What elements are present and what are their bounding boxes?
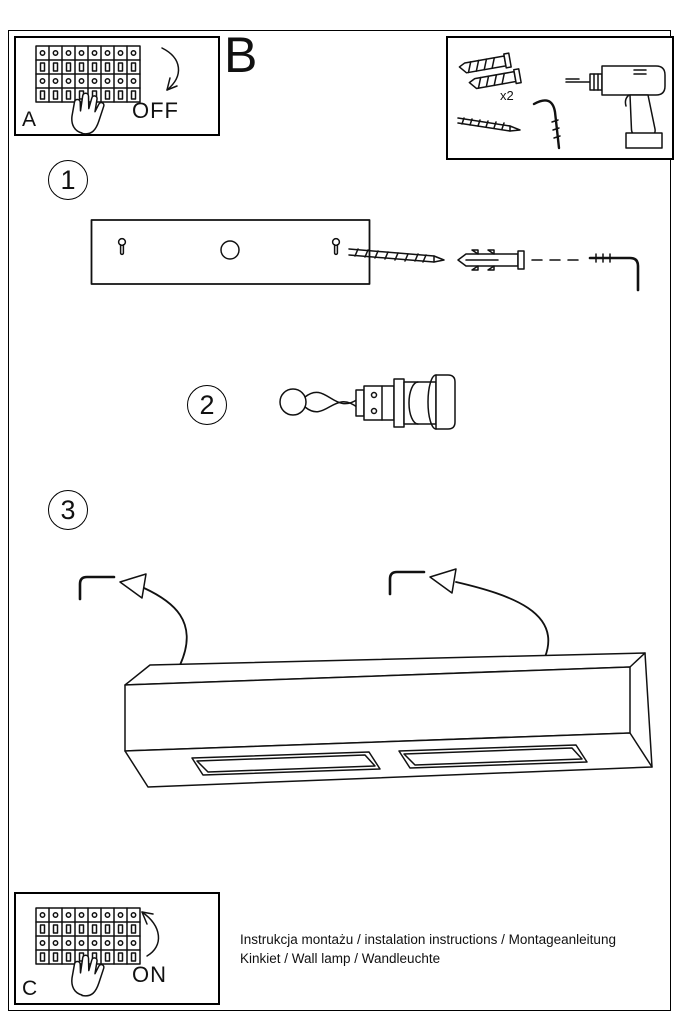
keyhole-icon — [333, 239, 340, 255]
footer-line-2: Kinkiet / Wall lamp / Wandleuchte — [240, 951, 441, 966]
tools-illustration — [448, 38, 672, 158]
wire-icon — [305, 402, 358, 412]
hook-icon — [534, 100, 560, 148]
panel-power-on: ON C — [14, 892, 220, 1005]
light-opening-icon — [192, 752, 380, 775]
hand-icon — [72, 93, 104, 134]
breaker-panel-icon — [22, 902, 154, 998]
curved-arrow-icon — [120, 574, 187, 665]
hand-icon — [72, 955, 104, 996]
page-border — [8, 30, 671, 1011]
step-2-badge: 2 — [187, 385, 227, 425]
screw-anchor-hook-illustration — [346, 228, 648, 304]
step-1-badge: 1 — [48, 160, 88, 200]
flip-down-arrow-icon — [154, 44, 190, 100]
wall-anchor-icon — [459, 53, 512, 76]
breaker-panel-icon — [22, 40, 154, 136]
wall-anchor-icon — [468, 69, 521, 92]
mounting-plate-illustration — [90, 212, 372, 292]
flip-up-arrow-icon — [134, 904, 170, 960]
step-2-number: 2 — [199, 389, 215, 420]
light-opening-icon — [399, 745, 587, 768]
off-label: OFF — [132, 98, 179, 123]
wall-lamp-mounting-illustration — [60, 555, 660, 845]
anchor-count-label: x2 — [500, 88, 514, 103]
step-1-number: 1 — [60, 164, 76, 195]
on-label: ON — [132, 962, 167, 987]
wall-anchor-icon — [458, 250, 524, 270]
wire-icon — [305, 392, 358, 403]
footer-captions: Instrukcja montażu / instalation instruc… — [240, 930, 616, 968]
wire-loop-icon — [280, 389, 306, 415]
tools-panel: x2 — [446, 36, 674, 160]
section-b-letter: B — [224, 27, 258, 83]
keyhole-icon — [119, 239, 126, 255]
screw-icon — [349, 249, 444, 262]
socket-body-icon — [356, 375, 455, 429]
hook-icon — [590, 254, 638, 290]
drill-icon — [566, 66, 665, 148]
lamp-socket-illustration — [268, 366, 468, 438]
panel-a-letter: A — [22, 108, 37, 131]
step-3-badge: 3 — [48, 490, 88, 530]
hook-icon — [80, 577, 114, 599]
panel-power-off: OFF A — [14, 36, 220, 136]
footer-line-1: Instrukcja montażu / instalation instruc… — [240, 932, 616, 947]
curved-arrow-icon — [430, 569, 548, 657]
screw-icon — [458, 118, 520, 131]
center-hole-icon — [221, 241, 239, 259]
panel-c-letter: C — [22, 977, 38, 1000]
hook-icon — [390, 572, 424, 594]
step-3-number: 3 — [60, 494, 76, 525]
wall-lamp-body-icon — [125, 653, 652, 787]
